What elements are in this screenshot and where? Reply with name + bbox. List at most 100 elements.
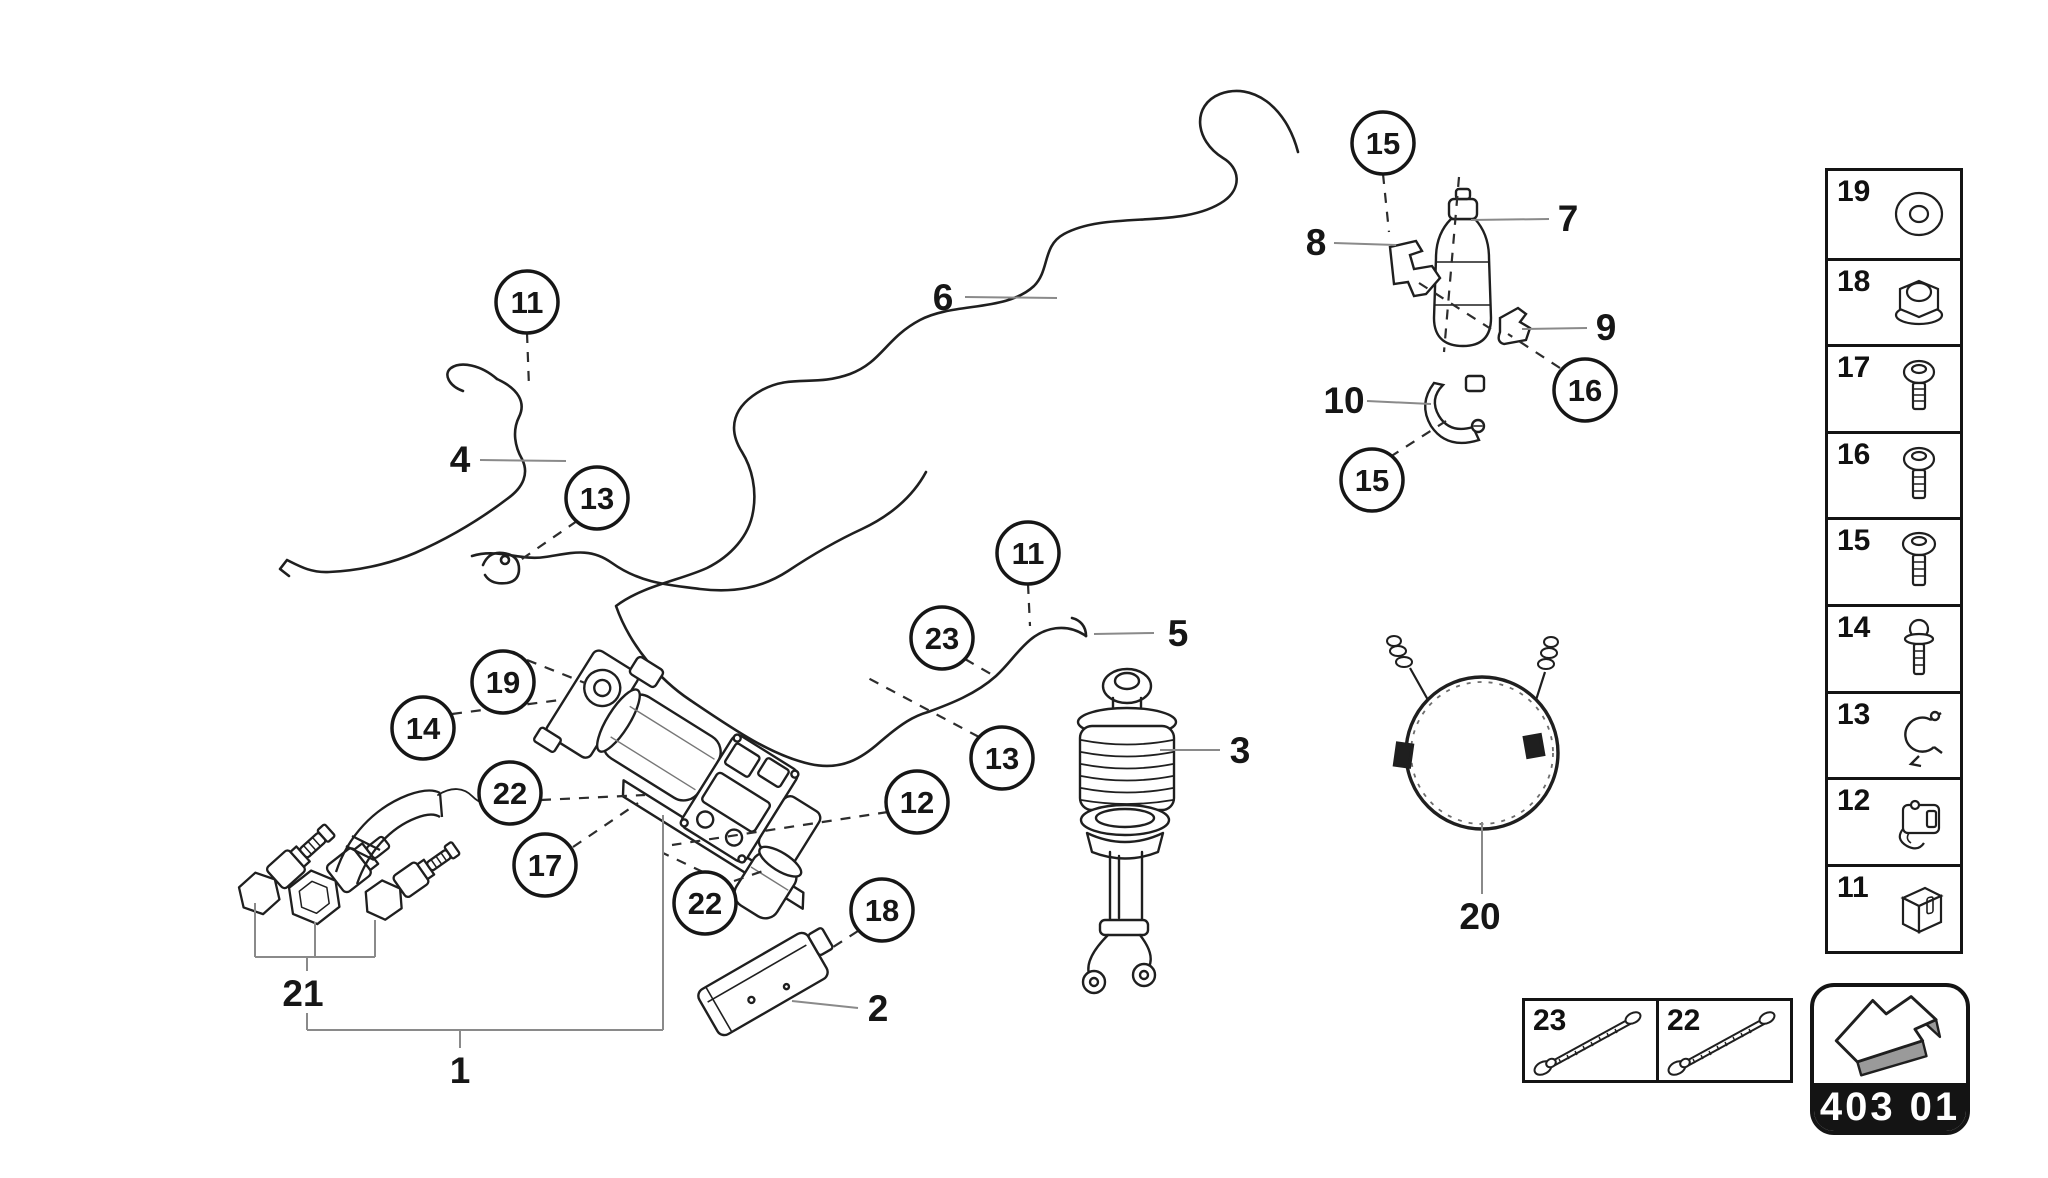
reservoir-bottle [1432, 187, 1493, 348]
svg-text:15: 15 [1355, 463, 1389, 498]
cable-connector-right [1537, 636, 1559, 670]
callout-11: 11 [494, 269, 560, 335]
legend-item-number: 19 [1837, 175, 1871, 208]
strut-collar [1085, 831, 1165, 860]
flange-nut-icon [1894, 280, 1944, 326]
callout-19: 19 [470, 649, 536, 715]
callout-17: 17 [512, 832, 578, 898]
mount-bracket-8 [1388, 239, 1442, 298]
svg-text:14: 14 [406, 711, 441, 746]
legend-item-number: 14 [1837, 610, 1871, 644]
label-part-20: 20 [1459, 896, 1500, 937]
tank-end-cap [596, 688, 641, 753]
callouts: 11 13 19 14 22 17 22 18 12 13 23 11 15 1… [390, 110, 1618, 943]
legend-item-15: 15 [1828, 517, 1960, 604]
legend-item-number: 13 [1837, 697, 1871, 731]
page-code: 403 01 [1814, 1083, 1966, 1131]
pipe-clip-icon [1898, 799, 1941, 850]
callout-14: 14 [390, 695, 456, 761]
legend-item-16: 16 [1828, 430, 1960, 518]
module-connector [807, 927, 834, 957]
fork-right-prong [1138, 933, 1152, 969]
label-part-10: 10 [1323, 380, 1364, 421]
legend-item-11: 11 [1828, 863, 1960, 951]
label-part-8: 8 [1306, 222, 1327, 263]
legend-item-number: 16 [1837, 437, 1871, 471]
air-pipe-6 [614, 89, 1300, 768]
screw-icon [1902, 359, 1936, 411]
bottle-cap [1447, 197, 1479, 221]
legend-item-17: 17 [1828, 344, 1960, 431]
air-pipe-5-hook [1070, 616, 1088, 638]
ref-box-22: 22 [1656, 998, 1793, 1083]
dashed-leaders [451, 173, 1561, 952]
mount-bushing-bore [593, 678, 612, 698]
ref-box-23: 23 [1522, 998, 1659, 1083]
legend-item-number: 12 [1837, 784, 1871, 818]
callout-22b: 22 [672, 870, 738, 936]
callout-18: 18 [849, 877, 915, 943]
badge-icon-area [1814, 987, 1966, 1083]
legend-item-19: 19 [1828, 171, 1960, 258]
label-part-21: 21 [282, 973, 323, 1014]
cable-clip-left [1392, 741, 1415, 769]
callout-12: 12 [884, 769, 950, 835]
pipe-clamp-part [481, 551, 521, 585]
page-code-badge: 403 01 [1810, 983, 1970, 1135]
callout-22: 22 [477, 760, 543, 826]
leader-lines [254, 218, 1588, 1048]
label-part-4: 4 [450, 439, 471, 480]
strut-shaft [1108, 850, 1144, 924]
label-part-1: 1 [450, 1050, 471, 1091]
legend-item-number: 18 [1837, 264, 1871, 298]
air-pipe-parallel [470, 470, 928, 592]
flexible-hose [334, 789, 444, 885]
legend-item-14: 14 [1828, 603, 1960, 691]
air-pipe-4-body [278, 377, 527, 578]
air-strut [1076, 667, 1178, 995]
compressor-assembly [532, 649, 822, 920]
cable-loop [1386, 635, 1560, 831]
svg-text:13: 13 [580, 481, 614, 516]
fork-crossbar [1098, 918, 1150, 937]
callout-13: 13 [564, 465, 630, 531]
tie-strap-icon [1533, 1011, 1642, 1076]
svg-text:22: 22 [688, 886, 722, 921]
group-bracket-1 [306, 815, 664, 1048]
svg-text:18: 18 [865, 893, 899, 928]
label-part-9: 9 [1596, 307, 1617, 348]
air-pipe-4 [446, 363, 499, 393]
air-pipes [278, 89, 1300, 805]
ref-box-number: 22 [1667, 1004, 1701, 1037]
group-bracket-21 [254, 903, 376, 971]
label-part-5: 5 [1168, 613, 1189, 654]
legend-item-number: 15 [1837, 524, 1871, 558]
callout-23: 23 [909, 605, 975, 671]
direction-arrow-icon [1834, 995, 1942, 1077]
legend-item-13: 13 [1828, 690, 1960, 778]
fitting-left [237, 823, 336, 916]
control-module [697, 927, 834, 1037]
pressure-line-fittings [237, 789, 461, 926]
clamp-bolt [499, 554, 511, 566]
bolt-icon [1903, 618, 1935, 675]
washer-icon [1894, 192, 1944, 237]
ref-box-number: 23 [1533, 1004, 1567, 1037]
screw-icon [1901, 532, 1937, 587]
svg-text:15: 15 [1366, 126, 1400, 161]
bracket-icon [1900, 886, 1944, 934]
part-number-labels: 4 6 5 3 7 8 9 10 20 21 1 2 [282, 198, 1616, 1091]
svg-text:17: 17 [528, 848, 562, 883]
label-part-3: 3 [1230, 730, 1251, 771]
fitting-right [364, 841, 461, 921]
label-part-7: 7 [1558, 198, 1579, 239]
svg-text:11: 11 [1012, 536, 1045, 571]
callout-16: 16 [1552, 357, 1618, 423]
fastener-legend: 19 18 17 16 15 [1825, 168, 1963, 954]
legend-item-number: 17 [1837, 351, 1871, 385]
callout-13b: 13 [969, 725, 1035, 791]
mount-top-tab [628, 655, 665, 689]
screw-icon [1902, 446, 1936, 499]
